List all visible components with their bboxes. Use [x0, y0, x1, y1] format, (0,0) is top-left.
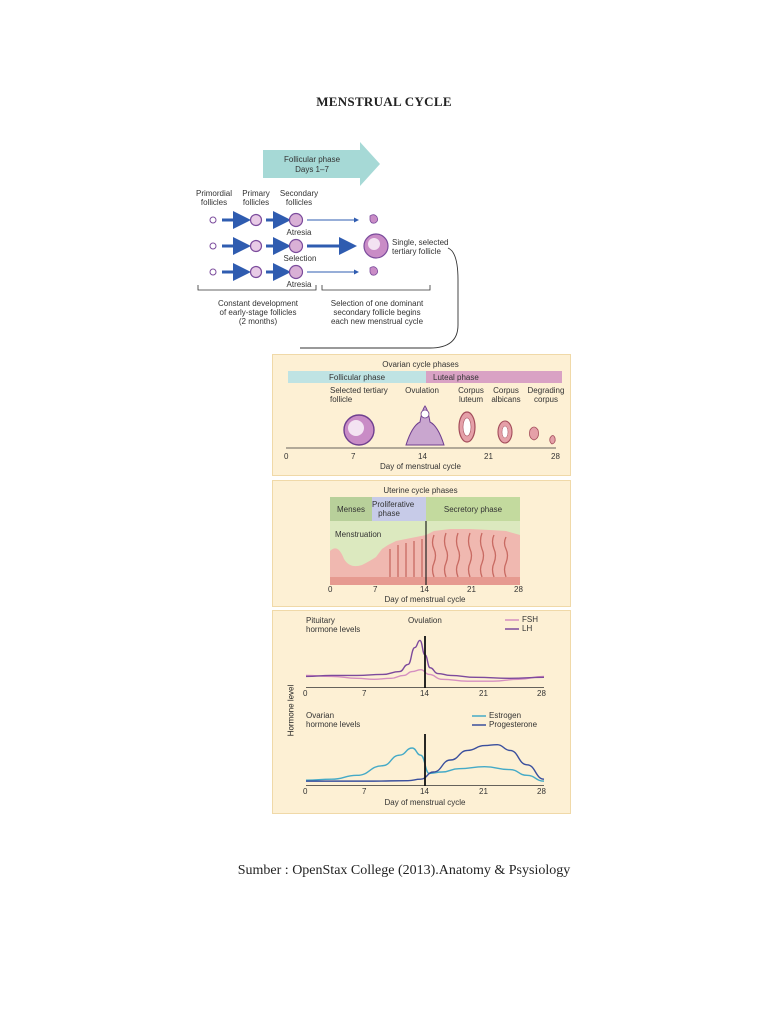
label-primary: Primary follicles [242, 189, 270, 207]
label-atresia-1: Atresia [286, 228, 312, 237]
ovarian-tick-14: 14 [418, 452, 427, 461]
pit-tick-0: 0 [303, 689, 308, 698]
uterine-tick-21: 21 [467, 585, 476, 594]
ovarian-xlabel: Day of menstrual cycle [380, 462, 461, 471]
ovarian-hormone-title: Ovarian hormone levels [306, 711, 361, 729]
label-secondary: Secondary follicles [279, 189, 319, 207]
ovulation-annotation: Ovulation [408, 616, 442, 625]
pit-tick-28: 28 [537, 689, 546, 698]
ovarian-tick-21: 21 [484, 452, 493, 461]
ovarian-luteal-bar [426, 371, 562, 383]
ovarian-tick-0: 0 [284, 452, 289, 461]
uterine-menses-bar [330, 497, 372, 521]
label-selected-tertiary: Single, selected tertiary follicle [392, 238, 449, 256]
uterine-xlabel: Day of menstrual cycle [384, 595, 466, 604]
stage-ovulation: Ovulation [405, 386, 439, 395]
ova-tick-21: 21 [479, 787, 488, 796]
legend-progesterone: Progesterone [489, 720, 538, 729]
pit-tick-7: 7 [362, 689, 367, 698]
follicular-phase-arrow [263, 142, 380, 186]
stage-luteum: Corpus luteum [458, 386, 484, 404]
ovarian-luteal-label: Luteal phase [433, 373, 479, 382]
connector-arrow [300, 247, 459, 349]
ovarian-follicular-bar [288, 371, 426, 383]
label-primordial: Primordial follicles [195, 189, 232, 207]
hormone-xlabel: Day of menstrual cycle [384, 798, 466, 807]
ovarian-title: Ovarian cycle phases [382, 360, 459, 369]
uterine-endometrium [330, 521, 520, 585]
uterine-title: Uterine cycle phases [383, 486, 458, 495]
uterine-tick-28: 28 [514, 585, 523, 594]
follicle-row-3 [209, 263, 379, 281]
stage-degrading: Degrading corpus [527, 386, 565, 404]
uterine-tick-0: 0 [328, 585, 333, 594]
pituitary-hormone-chart [306, 636, 544, 688]
pit-tick-21: 21 [479, 689, 488, 698]
label-constant-development: Constant development of early-stage foll… [217, 299, 299, 326]
legend-estrogen: Estrogen [489, 711, 522, 720]
arrow-line2: Days 1–7 [295, 165, 329, 174]
uterine-secretory-bar [426, 497, 520, 521]
hormone-ylabel: Hormone level [286, 684, 296, 737]
label-selection: Selection [283, 254, 317, 263]
pituitary-legend-swatches [505, 619, 519, 630]
follicle-development-diagram: Follicular phase Days 1–7 [197, 142, 459, 349]
legend-fsh: FSH [522, 615, 538, 624]
uterine-tick-14: 14 [420, 585, 429, 594]
uterine-proliferative-label: Proliferative phase [372, 500, 415, 518]
stage-albicans: Corpus albicans [491, 386, 521, 404]
ova-tick-28: 28 [537, 787, 546, 796]
bracket-right [321, 285, 431, 291]
ovarian-hormone-chart [306, 734, 544, 786]
ovarian-tick-28: 28 [551, 452, 560, 461]
page-title: MENSTRUAL CYCLE [316, 94, 452, 109]
uterine-proliferative-bar [372, 497, 426, 521]
label-selection-dominant: Selection of one dominant secondary foll… [330, 299, 424, 326]
series-line-lh [306, 639, 544, 680]
ovarian-legend-swatches [472, 715, 486, 726]
label-atresia-2: Atresia [286, 280, 312, 289]
legend-lh: LH [522, 624, 533, 633]
pit-tick-14: 14 [420, 689, 429, 698]
source-citation: Sumber : OpenStax College (2013).Anatomy… [237, 863, 571, 878]
bracket-left [197, 285, 317, 291]
pituitary-title: Pituitary hormone levels [306, 616, 361, 634]
ova-tick-14: 14 [420, 787, 429, 796]
arrow-line1: Follicular phase [284, 155, 341, 164]
uterine-menses-label: Menses [336, 505, 365, 514]
stage-selected: Selected tertiary follicle [330, 386, 388, 404]
uterine-tick-7: 7 [373, 585, 378, 594]
series-line-progesterone [306, 743, 544, 782]
ovarian-illustration [286, 405, 556, 449]
ovarian-tick-7: 7 [351, 452, 356, 461]
follicle-row-1 [209, 211, 379, 229]
ova-tick-7: 7 [362, 787, 367, 796]
ova-tick-0: 0 [303, 787, 308, 796]
ovarian-follicular-label: Follicular phase [328, 373, 386, 382]
uterine-menstruation-label: Menstruation [335, 530, 382, 539]
uterine-secretory-label: Secretory phase [443, 505, 503, 514]
follicle-row-2 [209, 233, 389, 259]
series-line-fsh [306, 668, 544, 682]
